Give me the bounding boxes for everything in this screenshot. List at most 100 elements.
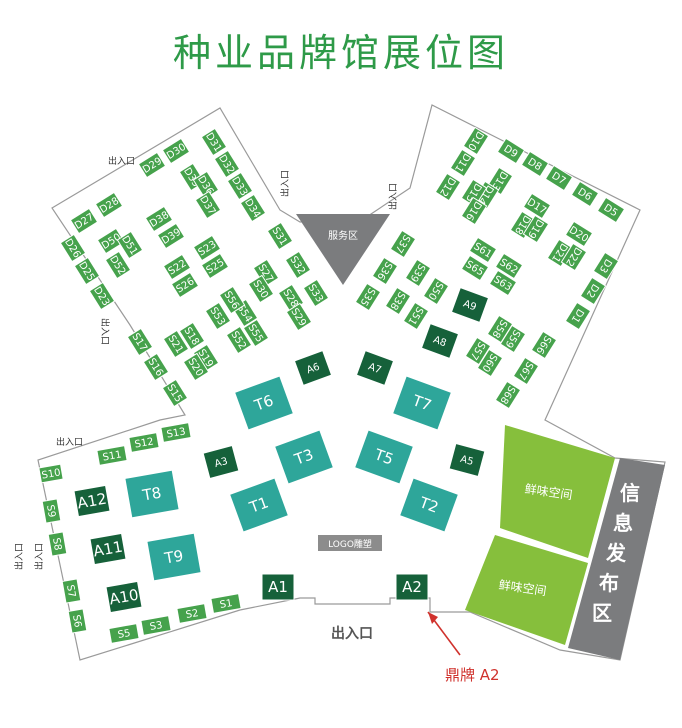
booth-d9[interactable]: D9 [496, 137, 526, 165]
gate-left-mid[interactable]: 出入口 [99, 318, 111, 345]
booth-s55[interactable]: S55 [242, 318, 270, 348]
booth-s59[interactable]: S59 [499, 324, 527, 354]
booth-s36[interactable]: S36 [371, 256, 399, 286]
booth-d19[interactable]: D19 [522, 214, 550, 244]
booth-d30[interactable]: D30 [161, 137, 191, 165]
booth-d17[interactable]: D17 [522, 192, 552, 220]
booth-t1[interactable]: T1 [228, 477, 290, 533]
booth-s38[interactable]: S38 [384, 286, 412, 316]
booth-s25[interactable]: S25 [200, 252, 230, 280]
booth-d29[interactable]: D29 [137, 151, 167, 179]
booth-t9[interactable]: T9 [146, 532, 202, 582]
booth-d31[interactable]: D31 [200, 127, 228, 157]
booth-a2[interactable]: A2 [395, 573, 429, 601]
booth-s23[interactable]: S23 [192, 234, 222, 262]
booth-s57[interactable]: S57 [464, 336, 492, 366]
booth-s3[interactable]: S3 [140, 615, 172, 636]
booth-s29[interactable]: S29 [285, 302, 313, 332]
booth-t6[interactable]: T6 [233, 375, 295, 431]
booth-t7[interactable]: T7 [391, 375, 453, 431]
booth-a3[interactable]: A3 [202, 444, 240, 480]
gate-left-low[interactable]: 出入口 [56, 436, 83, 448]
booth-s50[interactable]: S50 [422, 276, 450, 306]
booth-d37[interactable]: D37 [194, 190, 222, 220]
booth-a5[interactable]: A5 [448, 442, 486, 478]
booth-d51[interactable]: D51 [116, 230, 144, 260]
booth-d32[interactable]: D32 [213, 149, 241, 179]
booth-d28[interactable]: D28 [94, 191, 124, 219]
booth-s31[interactable]: S31 [266, 221, 294, 251]
fresh-area-1[interactable] [500, 425, 615, 558]
booth-s17[interactable]: S17 [126, 327, 154, 357]
booth-s16[interactable]: S16 [142, 352, 170, 382]
booth-s60[interactable]: S60 [476, 348, 504, 378]
booth-s6[interactable]: S6 [67, 608, 88, 634]
booth-a1[interactable]: A1 [261, 573, 295, 601]
booth-a11[interactable]: A11 [89, 532, 127, 566]
booth-d36[interactable]: D36 [192, 170, 220, 200]
booth-d3[interactable]: D3 [592, 251, 620, 281]
booth-s63[interactable]: S63 [488, 269, 518, 297]
booth-s37[interactable]: S37 [389, 229, 417, 259]
booth-d26[interactable]: D26 [59, 233, 87, 263]
booth-a10[interactable]: A10 [105, 580, 143, 614]
booth-s8[interactable]: S8 [47, 531, 68, 557]
booth-s35[interactable]: S35 [354, 282, 382, 312]
booth-s11[interactable]: S11 [96, 445, 128, 466]
booth-d33[interactable]: D33 [226, 171, 254, 201]
booth-a7[interactable]: A7 [355, 350, 395, 386]
booth-s58[interactable]: S58 [486, 314, 514, 344]
booth-s7[interactable]: S7 [61, 578, 82, 604]
booth-d11[interactable]: D11 [449, 148, 477, 178]
service-area[interactable] [296, 214, 390, 285]
booth-s26[interactable]: S26 [170, 271, 200, 299]
booth-d2[interactable]: D2 [579, 276, 607, 306]
booth-d52[interactable]: D52 [104, 250, 132, 280]
booth-s12[interactable]: S12 [128, 432, 160, 453]
booth-s10[interactable]: S10 [38, 463, 64, 484]
booth-s13[interactable]: S13 [160, 422, 192, 443]
booth-a6[interactable]: A6 [293, 350, 333, 386]
booth-s5[interactable]: S5 [108, 623, 140, 644]
booth-s30[interactable]: S30 [247, 274, 275, 304]
booth-s18[interactable]: S18 [178, 321, 206, 351]
booth-s39[interactable]: S39 [404, 258, 432, 288]
booth-s33[interactable]: S33 [302, 278, 330, 308]
booth-s1[interactable]: S1 [210, 593, 242, 614]
booth-s21[interactable]: S21 [162, 329, 190, 359]
booth-s62[interactable]: S62 [494, 252, 524, 280]
booth-d22[interactable]: D22 [560, 242, 588, 272]
booth-d25[interactable]: D25 [73, 256, 101, 286]
booth-s56[interactable]: S56 [218, 285, 246, 315]
booth-d15[interactable]: D15 [460, 178, 488, 208]
booth-s32[interactable]: S32 [284, 250, 312, 280]
fresh-area-2[interactable] [465, 535, 588, 645]
booth-d5[interactable]: D5 [596, 196, 626, 224]
gate-left-bottom[interactable]: 出入口 出入口 [13, 543, 45, 570]
gate-left-top[interactable]: 出入口 [108, 155, 135, 167]
booth-a9[interactable]: A9 [450, 287, 490, 323]
booth-s51[interactable]: S51 [402, 301, 430, 331]
info-area[interactable] [568, 458, 665, 660]
booth-t2[interactable]: T2 [398, 477, 460, 533]
booth-s53[interactable]: S53 [204, 301, 232, 331]
booth-d20[interactable]: D20 [564, 220, 594, 248]
booth-d38[interactable]: D38 [144, 205, 174, 233]
booth-d39[interactable]: D39 [156, 222, 186, 250]
booth-d6[interactable]: D6 [570, 180, 600, 208]
booth-s61[interactable]: S61 [468, 236, 498, 264]
booth-d12[interactable]: D12 [434, 172, 462, 202]
gate-right-top[interactable]: 出入口 [387, 183, 399, 210]
booth-s20[interactable]: S20 [182, 352, 210, 382]
booth-d50[interactable]: D50 [96, 227, 126, 255]
booth-t8[interactable]: T8 [124, 469, 180, 519]
booth-d10[interactable]: D10 [462, 126, 490, 156]
gate-center-top[interactable]: 出入口 [279, 170, 291, 197]
booth-d16[interactable]: D16 [460, 196, 488, 226]
booth-t5[interactable]: T5 [353, 429, 415, 485]
booth-d34[interactable]: D34 [239, 193, 267, 223]
booth-t3[interactable]: T3 [273, 429, 335, 485]
booth-d8[interactable]: D8 [520, 150, 550, 178]
booth-s9[interactable]: S9 [41, 498, 62, 524]
booth-s68[interactable]: S68 [494, 380, 522, 410]
